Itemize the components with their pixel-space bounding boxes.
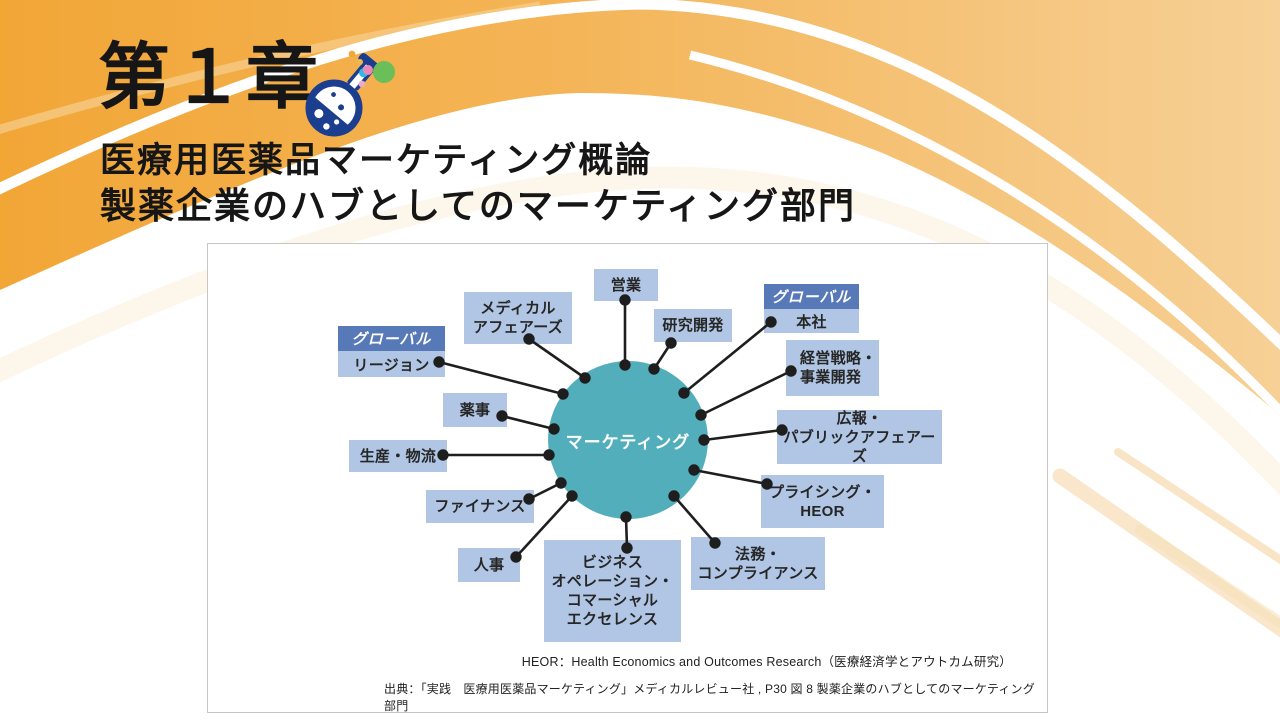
- node-finance: ファイナンス: [426, 490, 534, 523]
- node-production: 生産・物流: [349, 440, 447, 472]
- heor-definition-caption: HEOR：Health Economics and Outcomes Resea…: [521, 655, 1012, 669]
- flask-icon: [294, 46, 399, 146]
- node-hr: 人事: [458, 548, 520, 582]
- source-citation: 出典：「実践 医療用医薬品マーケティング」メディカルレビュー社 , P30 図 …: [384, 682, 1035, 713]
- node-pricing-heor: プライシング・ HEOR: [761, 475, 884, 528]
- node-legal: 法務・ コンプライアンス: [691, 537, 825, 590]
- node-regulatory: 薬事: [443, 393, 507, 427]
- subtitle-line-1: 医療用医薬品マーケティング概論: [100, 141, 653, 180]
- diagram-panel: マーケティング 営業 研究開発 グローバル 本社 経営戦略・ 事業開発 広報・ …: [207, 243, 1048, 713]
- node-global-hq: グローバル 本社: [764, 284, 859, 333]
- subtitle-line-2: 製薬企業のハブとしてのマーケティング部門: [100, 185, 857, 226]
- global-tag: グローバル: [338, 326, 445, 351]
- node-public-affairs: 広報・ パブリックアフェアーズ: [777, 410, 942, 465]
- node-medical-affairs: メディカル アフェアーズ: [464, 292, 572, 344]
- node-bizops: ビジネス オペレーション・ コマーシャル エクセレンス: [544, 540, 681, 642]
- global-tag: グローバル: [764, 284, 859, 309]
- marketing-hub-circle: マーケティング: [548, 361, 708, 519]
- node-label: リージョン: [338, 351, 445, 377]
- node-strategy: 経営戦略・ 事業開発: [786, 340, 879, 396]
- chapter-title: 第１章: [98, 38, 321, 118]
- node-rnd: 研究開発: [654, 309, 732, 342]
- node-global-region: グローバル リージョン: [338, 326, 445, 377]
- node-label: 本社: [764, 309, 859, 333]
- node-sales: 営業: [594, 269, 658, 301]
